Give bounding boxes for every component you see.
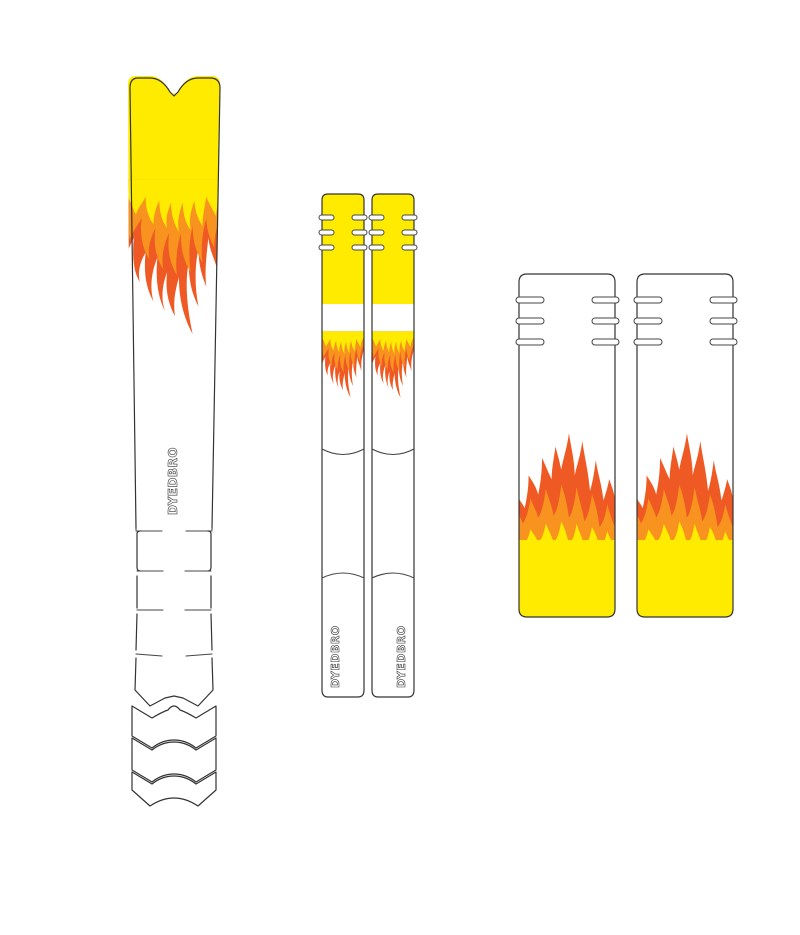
down-tube-guard: DYEDBRO	[128, 76, 221, 807]
brand-logo-big: DYEDBRO	[166, 447, 180, 515]
chainstay-strip-right: DYEDBRO	[368, 193, 418, 698]
fork-guard-left	[515, 273, 620, 618]
flame-graphic-big	[128, 76, 220, 334]
brand-logo-strip-right: DYEDBRO	[395, 625, 408, 688]
fork-guard-right	[633, 273, 738, 618]
chainstay-strip-left: DYEDBRO	[318, 193, 368, 698]
brand-logo-strip-left: DYEDBRO	[329, 625, 342, 688]
